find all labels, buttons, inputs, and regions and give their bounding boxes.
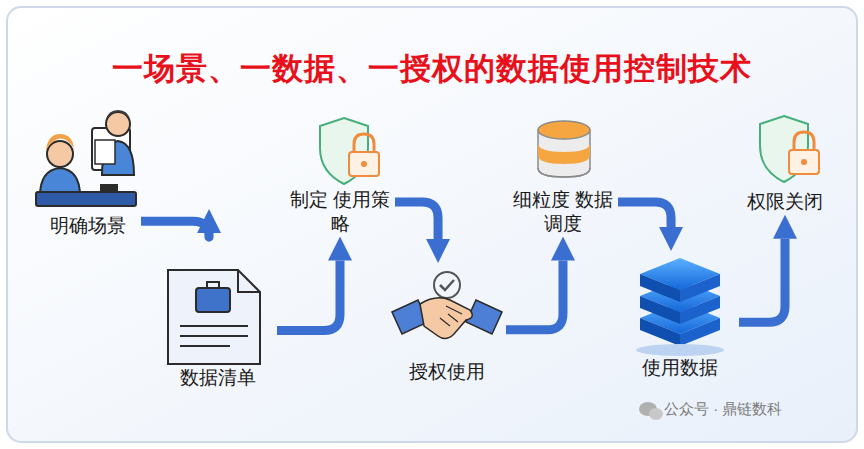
shackle [794, 132, 814, 150]
slab-left [640, 296, 680, 324]
slab-left [640, 274, 680, 302]
wechat-icon [639, 402, 663, 420]
people-icon [36, 110, 136, 206]
server-icon [636, 258, 724, 356]
handle [207, 282, 219, 288]
rim [538, 168, 590, 177]
flow-arrow [277, 261, 340, 331]
phone [100, 184, 118, 192]
step-node: 数据清单 [162, 258, 274, 390]
flow-arrow [618, 202, 671, 227]
briefcase [196, 288, 230, 312]
fingers [440, 306, 462, 326]
database-icon [538, 121, 590, 177]
keyhole [801, 159, 807, 165]
lock [789, 150, 819, 174]
hands [420, 298, 472, 339]
step-node: 明确场景 [38, 214, 138, 238]
keyhole [361, 161, 367, 167]
flow-arrow [395, 202, 438, 239]
slab-right [680, 318, 720, 346]
step-label: 权限关闭 [747, 190, 823, 214]
shield-lock-icon [320, 118, 379, 184]
slab-left [640, 318, 680, 346]
step-label: 授权使用 [409, 360, 485, 384]
text-line [180, 345, 230, 347]
shadow [636, 344, 724, 356]
desk [36, 192, 136, 206]
bubble [649, 408, 663, 420]
flow-arrow [506, 261, 563, 330]
flow-arrow [141, 221, 209, 237]
flow-arrow [739, 239, 785, 323]
step-node: 制定 使用策略 [288, 188, 392, 236]
hair [106, 110, 130, 120]
step-label: 数据清单 [180, 366, 256, 390]
slab-right [680, 274, 720, 302]
hair [46, 134, 74, 150]
step-label: 制定 使用策略 [288, 188, 392, 236]
form [95, 140, 115, 164]
step-node: 细粒度 数据调度 [511, 188, 615, 236]
text-line [180, 325, 248, 327]
check-circle [434, 272, 460, 298]
shackle [354, 134, 374, 152]
step-node: 使用数据 [624, 252, 736, 380]
step-label: 细粒度 数据调度 [511, 188, 615, 236]
paper [168, 270, 260, 364]
step-label: 使用数据 [642, 356, 718, 380]
text-line [180, 335, 248, 337]
step-label: 明确场景 [50, 214, 126, 238]
step-node: 权限关闭 [735, 190, 835, 214]
shield-lock-icon [760, 116, 819, 182]
watermark: 公众号 · 鼎链数科 [664, 400, 782, 419]
title: 一场景、一数据、一授权的数据使用控制技术 [0, 48, 864, 90]
band [538, 143, 590, 164]
check [440, 280, 454, 290]
top [538, 121, 590, 139]
step-node: 授权使用 [391, 264, 503, 384]
handshake-icon [392, 272, 502, 339]
slab-right [680, 296, 720, 324]
head [47, 141, 73, 167]
document-icon [168, 270, 260, 364]
lock [349, 152, 379, 176]
fold [238, 270, 260, 292]
